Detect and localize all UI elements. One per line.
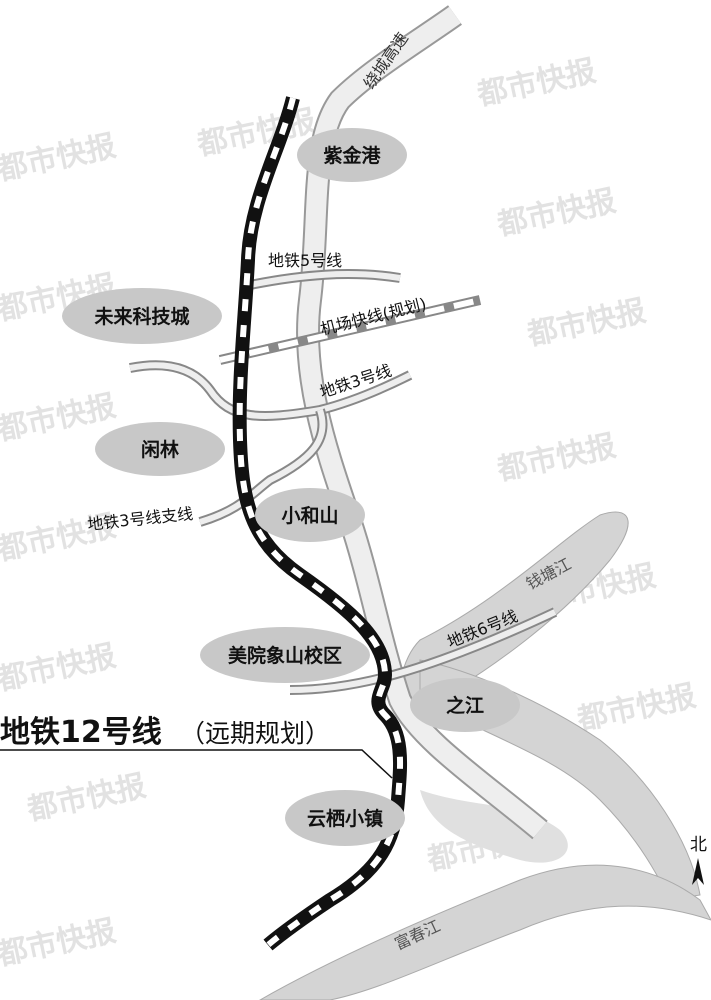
place-label: 未来科技城	[93, 305, 189, 328]
line5-label: 地铁5号线	[268, 251, 342, 270]
place-future-sci-city	[62, 288, 222, 344]
north-compass: 北	[690, 835, 707, 885]
watermark: 都市快报	[0, 129, 119, 188]
north-label: 北	[690, 835, 707, 855]
airport-line-label: 机场快线(规划)	[318, 294, 428, 339]
watermark: 都市快报	[0, 914, 119, 973]
place-academy-xiangshan	[200, 627, 370, 683]
place-label: 紫金港	[323, 144, 381, 167]
line3-branch-label: 地铁3号线支线	[86, 504, 194, 534]
place-label: 小和山	[281, 504, 338, 527]
place-label: 美院象山校区	[228, 644, 342, 667]
watermark: 都市快报	[473, 54, 599, 113]
map-subtitle: （远期规划）	[180, 719, 330, 748]
place-label: 之江	[446, 694, 484, 717]
watermark: 都市快报	[493, 429, 619, 488]
watermark: 都市快报	[0, 639, 119, 698]
other-metro-lines	[129, 269, 558, 695]
watermark: 都市快报	[523, 294, 649, 353]
watermark: 都市快报	[573, 679, 699, 738]
place-zijingang	[297, 128, 407, 182]
map-title: 地铁12号线	[0, 715, 162, 750]
place-yunqi	[285, 790, 405, 846]
watermark: 都市快报	[493, 184, 619, 243]
place-label: 云栖小镇	[307, 807, 383, 830]
places: 紫金港 未来科技城 闲林 小和山 美院象山校区 之江 云栖小镇	[62, 128, 520, 846]
place-xianlin	[95, 422, 225, 476]
title-leader-line	[0, 749, 393, 779]
place-xiaoheshan	[255, 488, 365, 542]
watermark: 都市快报	[23, 769, 149, 828]
place-label: 闲林	[141, 438, 179, 461]
north-arrow-icon	[692, 858, 704, 885]
line12-track	[232, 96, 408, 951]
place-zhijiang	[410, 678, 520, 732]
